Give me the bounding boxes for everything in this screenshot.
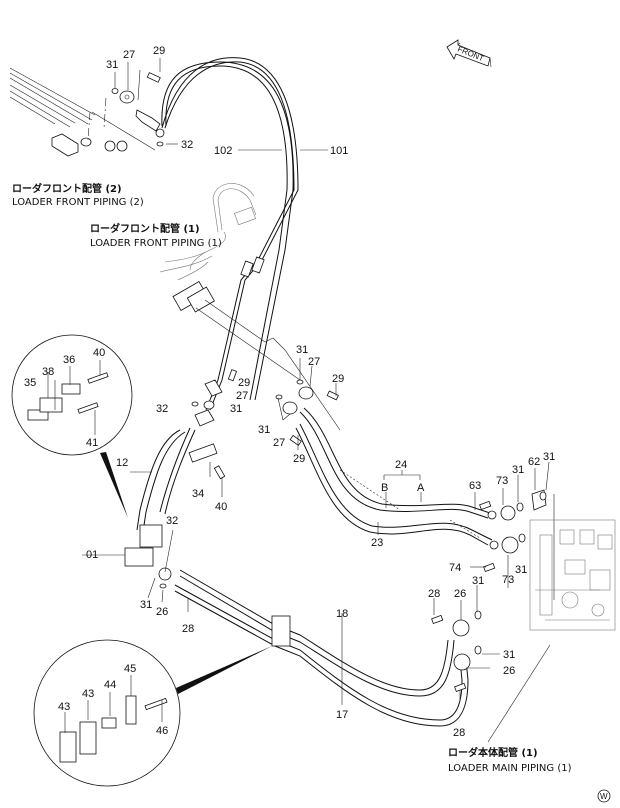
caption-main-piping-1: ローダ本体配管 (1) LOADER MAIN PIPING (1) — [448, 746, 572, 774]
callout-31: 31 — [296, 344, 308, 356]
loader-front-piping-2-boom — [9, 67, 156, 157]
callout-27: 27 — [236, 390, 248, 402]
callout-28: 28 — [453, 727, 465, 739]
callout-28: 28 — [428, 588, 440, 600]
callout-17: 17 — [336, 709, 348, 721]
callout-labels: 31 27 29 32 102 101 31 27 29 31 27 29 29… — [24, 45, 555, 739]
callout-74: 74 — [449, 562, 461, 574]
callout-44: 44 — [104, 679, 116, 691]
callout-32: 32 — [166, 515, 178, 527]
callout-B: B — [381, 482, 388, 494]
control-valve — [529, 519, 616, 631]
leader-lines — [47, 58, 551, 743]
pipe-12-assembly — [124, 427, 226, 567]
svg-text:LOADER FRONT PIPING (1): LOADER FRONT PIPING (1) — [90, 238, 222, 249]
callout-31: 31 — [543, 451, 555, 463]
callout-41: 41 — [86, 437, 98, 449]
callout-24: 24 — [395, 459, 407, 471]
callout-26: 26 — [454, 588, 466, 600]
callout-31: 31 — [503, 649, 515, 661]
callout-31: 31 — [258, 424, 270, 436]
callout-101: 101 — [330, 145, 348, 157]
callout-29: 29 — [238, 377, 250, 389]
callout-62: 62 — [528, 456, 540, 468]
callout-27: 27 — [123, 49, 135, 61]
caption-front-piping-1: ローダフロント配管 (1) LOADER FRONT PIPING (1) — [90, 222, 222, 249]
callout-63: 63 — [469, 480, 481, 492]
callout-45: 45 — [124, 663, 136, 675]
callout-18: 18 — [336, 608, 348, 620]
svg-text:W: W — [600, 792, 608, 801]
callout-43: 43 — [58, 701, 70, 713]
callout-32: 32 — [156, 403, 168, 415]
caption-front-piping-2: ローダフロント配管 (2) LOADER FRONT PIPING (2) — [12, 182, 144, 208]
callout-31: 31 — [515, 564, 527, 576]
callout-31: 31 — [106, 59, 118, 71]
svg-text:LOADER MAIN PIPING (1): LOADER MAIN PIPING (1) — [448, 763, 572, 774]
callout-31: 31 — [472, 575, 484, 587]
callout-43: 43 — [82, 688, 94, 700]
middle-flange-assembly — [191, 369, 339, 446]
callout-26: 26 — [503, 665, 515, 677]
callout-23: 23 — [371, 537, 383, 549]
loader-front-piping-1-ghost — [159, 183, 341, 431]
callout-29: 29 — [153, 45, 165, 57]
callout-29: 29 — [293, 453, 305, 465]
callout-73: 73 — [502, 574, 514, 586]
callout-36: 36 — [63, 354, 75, 366]
callout-31: 31 — [512, 464, 524, 476]
top-flange-assembly — [111, 72, 165, 147]
callout-27: 27 — [308, 356, 320, 368]
detail-circle-clamp-1 — [11, 334, 133, 518]
callout-40: 40 — [93, 347, 105, 359]
callout-73: 73 — [496, 475, 508, 487]
callout-46: 46 — [156, 725, 168, 737]
callout-40: 40 — [215, 501, 227, 513]
callout-34: 34 — [192, 488, 204, 500]
callout-28: 28 — [182, 623, 194, 635]
callout-27: 27 — [273, 437, 285, 449]
front-arrow-icon: FRONT — [446, 39, 492, 68]
front-arrow-label: FRONT — [456, 45, 485, 64]
callout-102: 102 — [214, 145, 232, 157]
hose-23-24 — [295, 407, 499, 550]
svg-text:ローダフロント配管 (2): ローダフロント配管 (2) — [12, 182, 122, 195]
callout-A: A — [417, 482, 425, 494]
svg-text:ローダフロント配管 (1): ローダフロント配管 (1) — [90, 222, 200, 235]
callout-12: 12 — [116, 457, 128, 469]
callout-31: 31 — [230, 403, 242, 415]
svg-text:LOADER FRONT PIPING (2): LOADER FRONT PIPING (2) — [12, 197, 144, 208]
corner-mark: W — [597, 789, 611, 803]
callout-31: 31 — [140, 599, 152, 611]
callout-29: 29 — [332, 373, 344, 385]
callout-01: 01 — [86, 549, 98, 561]
detail-circle-clamp-2 — [33, 639, 272, 787]
callout-38: 38 — [42, 366, 54, 378]
callout-26: 26 — [156, 606, 168, 618]
right-flange-assembly — [479, 489, 555, 600]
callout-35: 35 — [24, 377, 36, 389]
svg-text:ローダ本体配管 (1): ローダ本体配管 (1) — [448, 746, 538, 759]
callout-32: 32 — [181, 139, 193, 151]
